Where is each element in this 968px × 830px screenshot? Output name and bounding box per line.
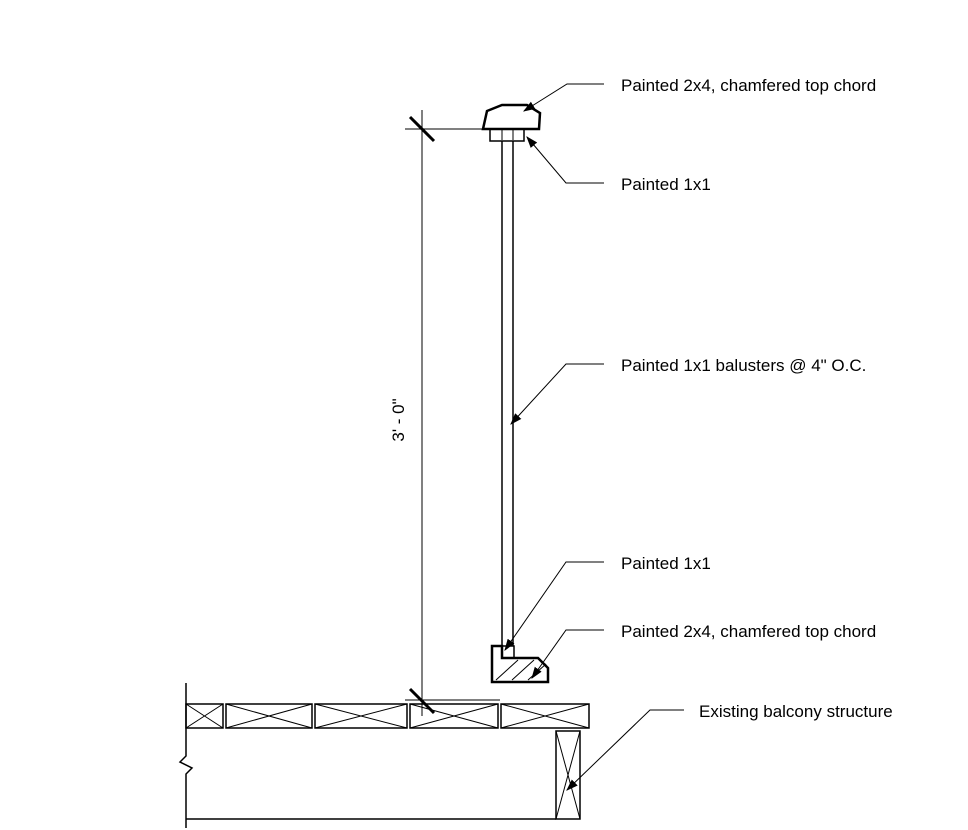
break-line [178, 683, 194, 828]
top-chord [481, 103, 542, 131]
bottom-nailer [501, 645, 515, 659]
dimension-text: 3' - 0" [389, 398, 408, 441]
callout-bottom-nailer: Painted 1x1 [621, 554, 711, 573]
callout-labels: Painted 2x4, chamfered top chord Painted… [621, 76, 893, 721]
top-nailer [489, 128, 525, 142]
height-dimension: 3' - 0" [389, 110, 500, 716]
leader-balcony [566, 709, 684, 791]
callout-bottom-chord: Painted 2x4, chamfered top chord [621, 622, 876, 641]
leader-bottom-chord [531, 629, 604, 679]
dimension-tick-top [408, 115, 436, 143]
deck-boards [185, 703, 590, 729]
bottom-chord [490, 644, 550, 684]
callout-top-nailer: Painted 1x1 [621, 175, 711, 194]
leader-bottom-nailer [504, 561, 604, 651]
rim-joist [555, 730, 581, 820]
leader-balusters [510, 363, 604, 425]
callout-balcony: Existing balcony structure [699, 702, 893, 721]
baluster [501, 141, 514, 648]
leaders [504, 83, 684, 791]
leader-top-nailer [526, 136, 604, 184]
callout-top-chord: Painted 2x4, chamfered top chord [621, 76, 876, 95]
callout-balusters: Painted 1x1 balusters @ 4" O.C. [621, 356, 866, 375]
balcony-structure [178, 683, 590, 828]
leader-top-chord [522, 83, 604, 112]
